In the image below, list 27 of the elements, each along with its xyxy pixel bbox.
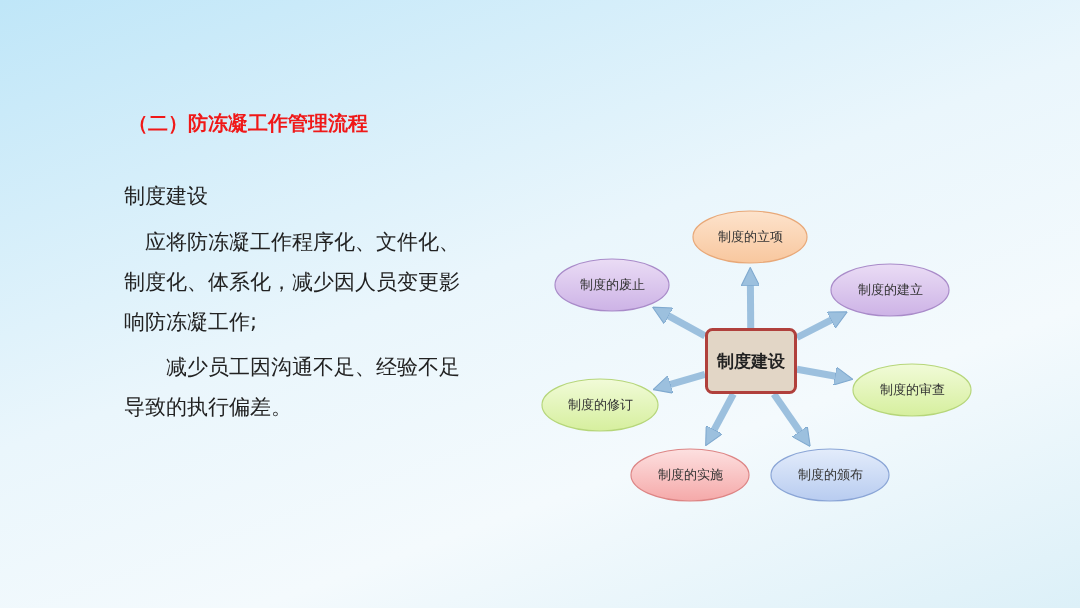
ellipse-node (541, 378, 659, 432)
node-label: 制度的审查 (879, 381, 945, 399)
arrow (771, 392, 811, 447)
ellipse-node (554, 258, 670, 312)
ellipse-node (830, 263, 950, 317)
node-label: 制度的建立 (857, 281, 923, 299)
slide-title: （二）防冻凝工作管理流程 (128, 110, 368, 137)
node-label: 制度的废止 (579, 276, 645, 294)
node-label: 制度的实施 (657, 466, 723, 484)
ellipse-node (692, 210, 808, 264)
node-label: 制度的立项 (717, 228, 783, 246)
arrow (740, 266, 761, 329)
central-box (705, 328, 797, 394)
paragraph: 应将防冻凝工作程序化、文件化、制度化、体系化，减少因人员变更影响防冻凝工作; (124, 229, 461, 336)
section-heading: 制度建设 (124, 183, 209, 210)
arrow (652, 371, 706, 394)
node-label: 制度的修订 (567, 396, 633, 414)
arrow (705, 392, 737, 447)
node-label: 制度的颁布 (797, 466, 863, 484)
arrow (795, 311, 848, 341)
ellipse-node (770, 448, 890, 502)
paragraph: 减少员工因沟通不足、经验不足导致的执行偏差。 (124, 354, 461, 421)
arrow (652, 306, 707, 339)
arrow (796, 365, 854, 386)
ellipse-node (630, 448, 750, 502)
ellipse-node (852, 363, 972, 417)
node-label: 制度建设 (717, 349, 785, 373)
